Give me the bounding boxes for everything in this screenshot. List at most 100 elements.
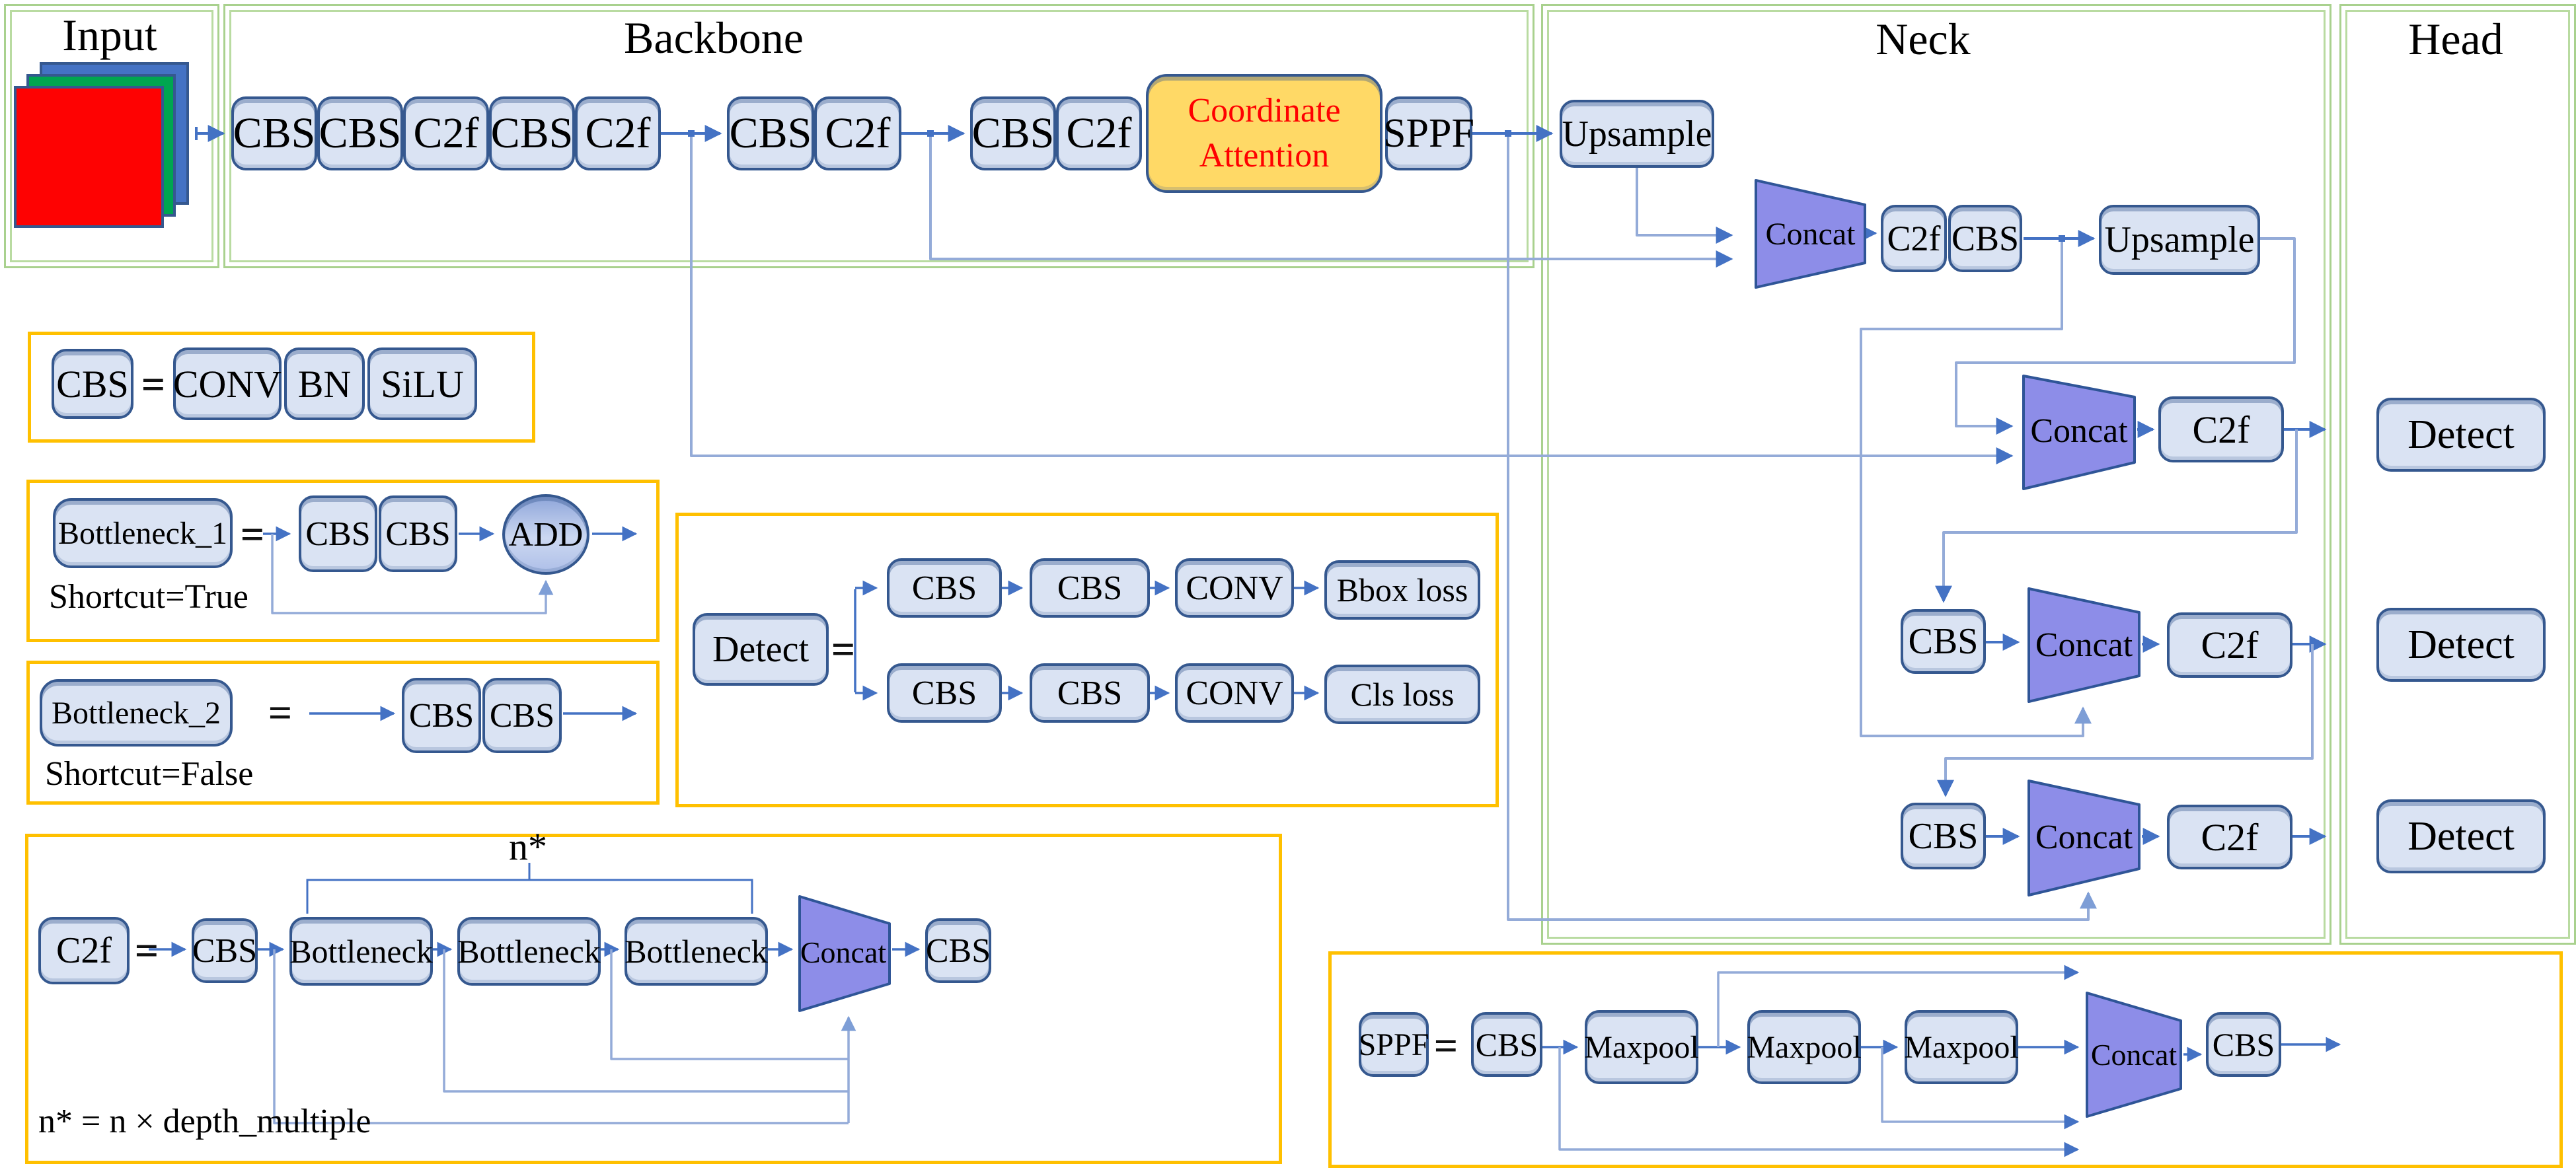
- concat3-shape: [2027, 587, 2140, 703]
- wire-c2fdef-skip-b2: [610, 949, 849, 1060]
- neck-concat-1-label: Concat: [1765, 216, 1856, 252]
- c2fdef-cbs-in: CBS: [192, 918, 258, 983]
- detectdef-r2-cbs-1: CBS: [887, 663, 1002, 723]
- head-panel: [2339, 4, 2576, 945]
- neck-cbs-3: CBS: [1901, 609, 1986, 674]
- head-detect-2: Detect: [2376, 608, 2546, 682]
- bn2def-equals: =: [268, 689, 293, 736]
- sppfdef-equals: =: [1433, 1022, 1458, 1069]
- c2fdef-bottleneck-3: Bottleneck: [625, 917, 768, 986]
- n-star-bracket: [306, 879, 753, 914]
- neck-upsample-2: Upsample: [2099, 205, 2260, 275]
- backbone-cbs-2: CBS: [317, 96, 403, 170]
- backbone-title: Backbone: [624, 12, 804, 63]
- neck-title: Neck: [1875, 13, 1971, 64]
- bn1def-cbs-1: CBS: [299, 495, 377, 572]
- neck-upsample-1: Upsample: [1560, 100, 1714, 168]
- cbsdef-cbs: CBS: [52, 349, 133, 419]
- junction-p3: [688, 130, 695, 137]
- c2fdef-equals: =: [134, 927, 159, 974]
- head-detect-3: Detect: [2376, 799, 2546, 873]
- neck-cbs-1: CBS: [1948, 205, 2022, 272]
- neck-c2f-1: C2f: [1881, 205, 1947, 272]
- neck-concat-2-label: Concat: [2030, 412, 2128, 450]
- junction-p4: [927, 130, 934, 137]
- wire-upsample1-concat1: [1636, 168, 1733, 244]
- wire-bn1-shortcut: [271, 534, 554, 614]
- neck-cbs-4: CBS: [1901, 803, 1986, 869]
- wire-upsample2-concat2: [1955, 237, 2296, 435]
- wire-c2fdef-skip-b1: [443, 949, 849, 1093]
- backbone-cbs-5: CBS: [970, 96, 1056, 170]
- neck-c2f-3: C2f: [2167, 612, 2292, 678]
- head-title: Head: [2408, 13, 2503, 64]
- head-detect-1: Detect: [2376, 398, 2546, 472]
- wire-sppf-skip-concat4: [1507, 133, 2097, 921]
- bn1def-title-box: Bottleneck_1: [53, 498, 233, 568]
- concat4-shape: [2027, 780, 2140, 896]
- backbone-c2f-4: C2f: [1056, 96, 1142, 170]
- c2fdef-n-star: n*: [509, 825, 547, 868]
- detect-legend-frame: [675, 513, 1499, 807]
- wire-sppfdef-bypass-cbs: [1558, 1047, 2080, 1157]
- backbone-c2f-2: C2f: [575, 96, 661, 170]
- detectdef-r2-cbs-2: CBS: [1030, 663, 1150, 723]
- wire-p3-skip-concat2: [690, 133, 2014, 464]
- detectdef-r1-cbs-2: CBS: [1030, 558, 1150, 618]
- detectdef-cls-loss: Cls loss: [1324, 665, 1480, 724]
- bn1def-equals: =: [240, 511, 265, 558]
- bn2def-title-box: Bottleneck_2: [40, 679, 233, 747]
- cbsdef-silu: SiLU: [367, 347, 477, 420]
- bottleneck2-legend-frame: [26, 661, 660, 805]
- sppfdef-cbs-in: CBS: [1471, 1012, 1542, 1077]
- neck-c2f-2: C2f: [2158, 396, 2284, 462]
- concat2-shape: [2022, 375, 2136, 490]
- sppf-legend-frame: [1328, 951, 2563, 1168]
- detectdef-r2-conv: CONV: [1175, 663, 1294, 723]
- bn1def-add: ADD: [502, 494, 589, 575]
- wire-cbs1-concat3: [1860, 238, 2092, 737]
- wire-c2f2-cbs3: [1935, 429, 2298, 603]
- sppfdef-cbs-out: CBS: [2206, 1012, 2281, 1077]
- backbone-cbs-1: CBS: [231, 96, 317, 170]
- backbone-c2f-1: C2f: [403, 96, 489, 170]
- detectdef-bbox-loss: Bbox loss: [1324, 560, 1480, 620]
- detectdef-r1-cbs-1: CBS: [887, 558, 1002, 618]
- sppfdef-maxpool-1: Maxpool: [1584, 1010, 1699, 1084]
- bn2def-cbs-2: CBS: [482, 678, 562, 753]
- input-title: Input: [62, 9, 157, 60]
- cbs-legend-frame: [28, 332, 535, 443]
- detectdef-equals: =: [831, 626, 856, 673]
- concat1-shape: [1755, 179, 1866, 289]
- junction-p5: [1505, 130, 1511, 137]
- input-channel-red: [14, 86, 164, 228]
- bn1def-shortcut-note: Shortcut=True: [49, 578, 248, 616]
- sppfdef-title-box: SPPF: [1359, 1012, 1429, 1077]
- junction-neck-cbs: [2059, 235, 2065, 242]
- wire-c2f3-cbs4: [1937, 644, 2314, 797]
- cbsdef-equals: =: [141, 361, 166, 408]
- c2fdef-concat-label: Concat: [800, 935, 887, 969]
- c2fdef-bottleneck-1: Bottleneck: [289, 917, 433, 986]
- neck-concat-3-label: Concat: [2035, 626, 2133, 664]
- neck-c2f-4: C2f: [2167, 805, 2292, 869]
- wire-sppfdef-bypass-m2: [1881, 1047, 2080, 1130]
- backbone-sppf: SPPF: [1383, 96, 1474, 170]
- coordinate-attention-block: Coordinate Attention: [1146, 74, 1383, 193]
- backbone-cbs-4: CBS: [727, 96, 814, 170]
- c2fdef-bottleneck-2: Bottleneck: [457, 917, 601, 986]
- detectdef-title-box: Detect: [693, 613, 829, 686]
- c2fdef-cbs-out: CBS: [925, 918, 991, 983]
- bn2def-shortcut-note: Shortcut=False: [45, 755, 254, 793]
- neck-panel: [1541, 4, 2331, 945]
- bottleneck1-legend-frame: [26, 480, 660, 642]
- wire-p4-skip-concat1: [929, 133, 1733, 268]
- wire-c2fdef-skip-cbs: [273, 949, 849, 1124]
- cbsdef-conv: CONV: [173, 347, 282, 420]
- c2fdef-title-box: C2f: [38, 917, 130, 984]
- sppfdef-maxpool-2: Maxpool: [1747, 1010, 1862, 1084]
- c2fdef-concat-shape: [798, 895, 891, 1012]
- backbone-cbs-3: CBS: [489, 96, 575, 170]
